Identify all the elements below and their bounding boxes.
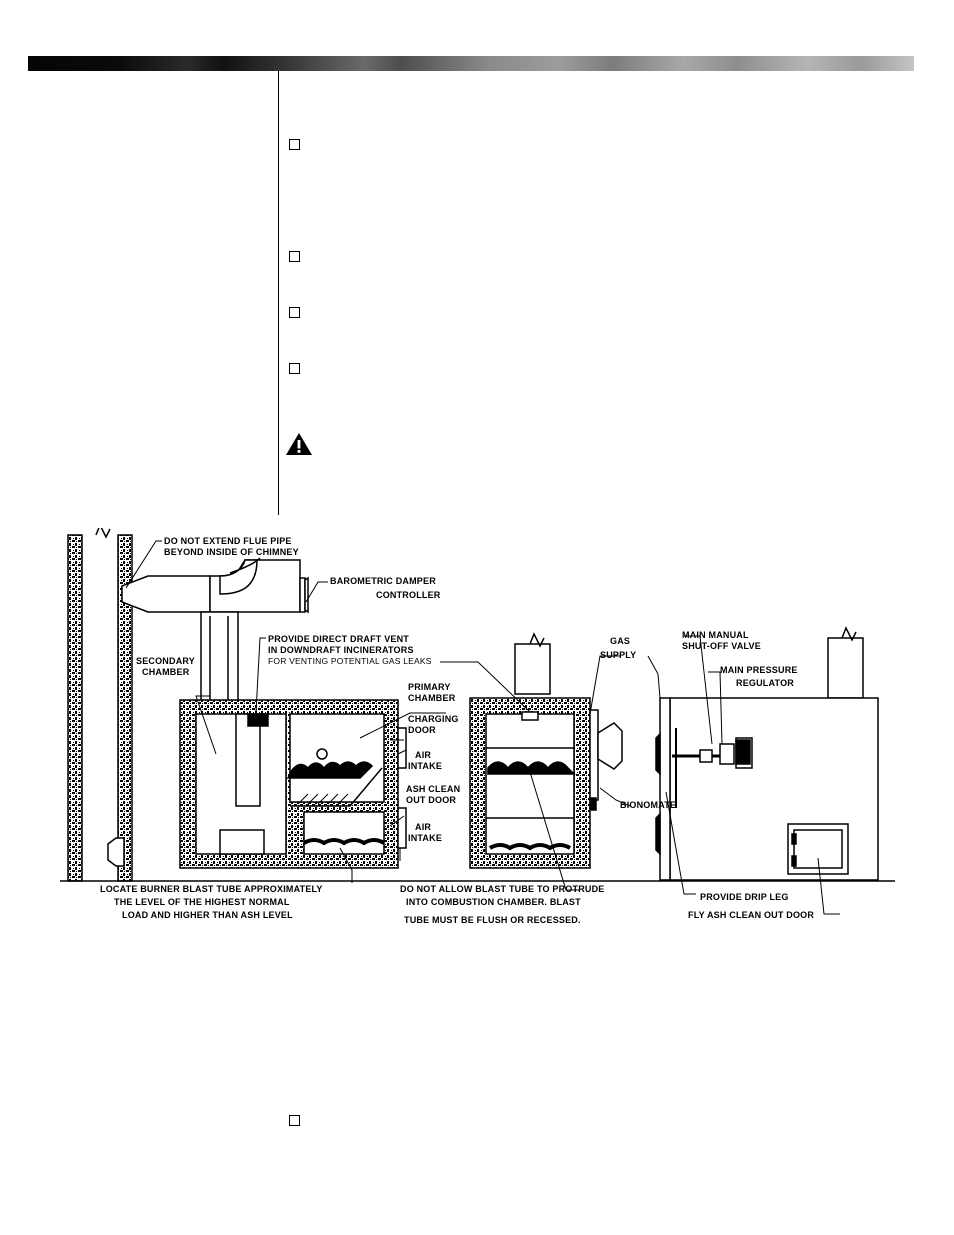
label-secondary-1: SECONDARY <box>136 656 195 666</box>
incinerator-installation-diagram: DO NOT EXTEND FLUE PIPE BEYOND INSIDE OF… <box>60 528 895 925</box>
label-air-intake-2a: AIR <box>415 822 431 832</box>
label-shutoff-1: MAIN MANUAL <box>682 630 749 640</box>
diagram-labels: DO NOT EXTEND FLUE PIPE BEYOND INSIDE OF… <box>100 536 814 925</box>
incinerator-side-view <box>60 699 440 882</box>
label-shutoff-2: SHUT-OFF VALVE <box>682 641 761 651</box>
label-fly-ash: FLY ASH CLEAN OUT DOOR <box>688 910 814 920</box>
label-charging-1: CHARGING <box>408 714 459 724</box>
leader-lines <box>125 540 840 915</box>
label-secondary-2: CHAMBER <box>142 667 190 677</box>
label-blast-tube-1: DO NOT ALLOW BLAST TUBE TO PROTRUDE <box>400 884 605 894</box>
label-gas-supply-1: GAS <box>610 636 630 646</box>
label-flue-2: BEYOND INSIDE OF CHIMNEY <box>164 547 299 557</box>
label-draft-vent-1: PROVIDE DIRECT DRAFT VENT <box>268 634 409 644</box>
label-air-intake-1b: INTAKE <box>408 761 442 771</box>
label-charging-2: DOOR <box>408 725 436 735</box>
label-air-intake-2b: INTAKE <box>408 833 442 843</box>
label-blast-tube-2: INTO COMBUSTION CHAMBER. BLAST <box>406 897 581 907</box>
label-burner-1: LOCATE BURNER BLAST TUBE APPROXIMATELY <box>100 884 323 894</box>
label-primary-1: PRIMARY <box>408 682 451 692</box>
checkbox-1[interactable] <box>289 139 300 150</box>
label-gas-supply-2: SUPPLY <box>600 650 636 660</box>
header-bar <box>28 56 914 71</box>
label-draft-vent-2: IN DOWNDRAFT INCINERATORS <box>268 645 414 655</box>
label-drip-leg: PROVIDE DRIP LEG <box>700 892 789 902</box>
incinerator-exterior-view <box>640 626 895 882</box>
label-regulator-2: REGULATOR <box>736 678 794 688</box>
label-blast-tube-3: TUBE MUST BE FLUSH OR RECESSED. <box>404 915 581 925</box>
label-burner-3: LOAD AND HIGHER THAN ASH LEVEL <box>122 910 293 920</box>
label-burner-2: THE LEVEL OF THE HIGHEST NORMAL <box>114 897 290 907</box>
label-ash-door-2: OUT DOOR <box>406 795 456 805</box>
label-air-intake-1a: AIR <box>415 750 431 760</box>
checkbox-4[interactable] <box>289 363 300 374</box>
incinerator-front-view <box>440 632 640 882</box>
label-bionomate: BIONOMATE <box>620 800 676 810</box>
label-primary-2: CHAMBER <box>408 693 456 703</box>
warning-icon <box>286 433 312 455</box>
chimney <box>67 528 133 882</box>
label-draft-vent-3: FOR VENTING POTENTIAL GAS LEAKS <box>268 656 432 666</box>
checkbox-3[interactable] <box>289 307 300 318</box>
label-barometric-2: CONTROLLER <box>376 590 441 600</box>
checkbox-5[interactable] <box>289 1115 300 1126</box>
checkbox-2[interactable] <box>289 251 300 262</box>
column-divider <box>278 71 279 515</box>
label-barometric-1: BAROMETRIC DAMPER <box>330 576 436 586</box>
label-regulator-1: MAIN PRESSURE <box>720 665 798 675</box>
label-ash-door-1: ASH CLEAN <box>406 784 460 794</box>
label-flue-1: DO NOT EXTEND FLUE PIPE <box>164 536 292 546</box>
